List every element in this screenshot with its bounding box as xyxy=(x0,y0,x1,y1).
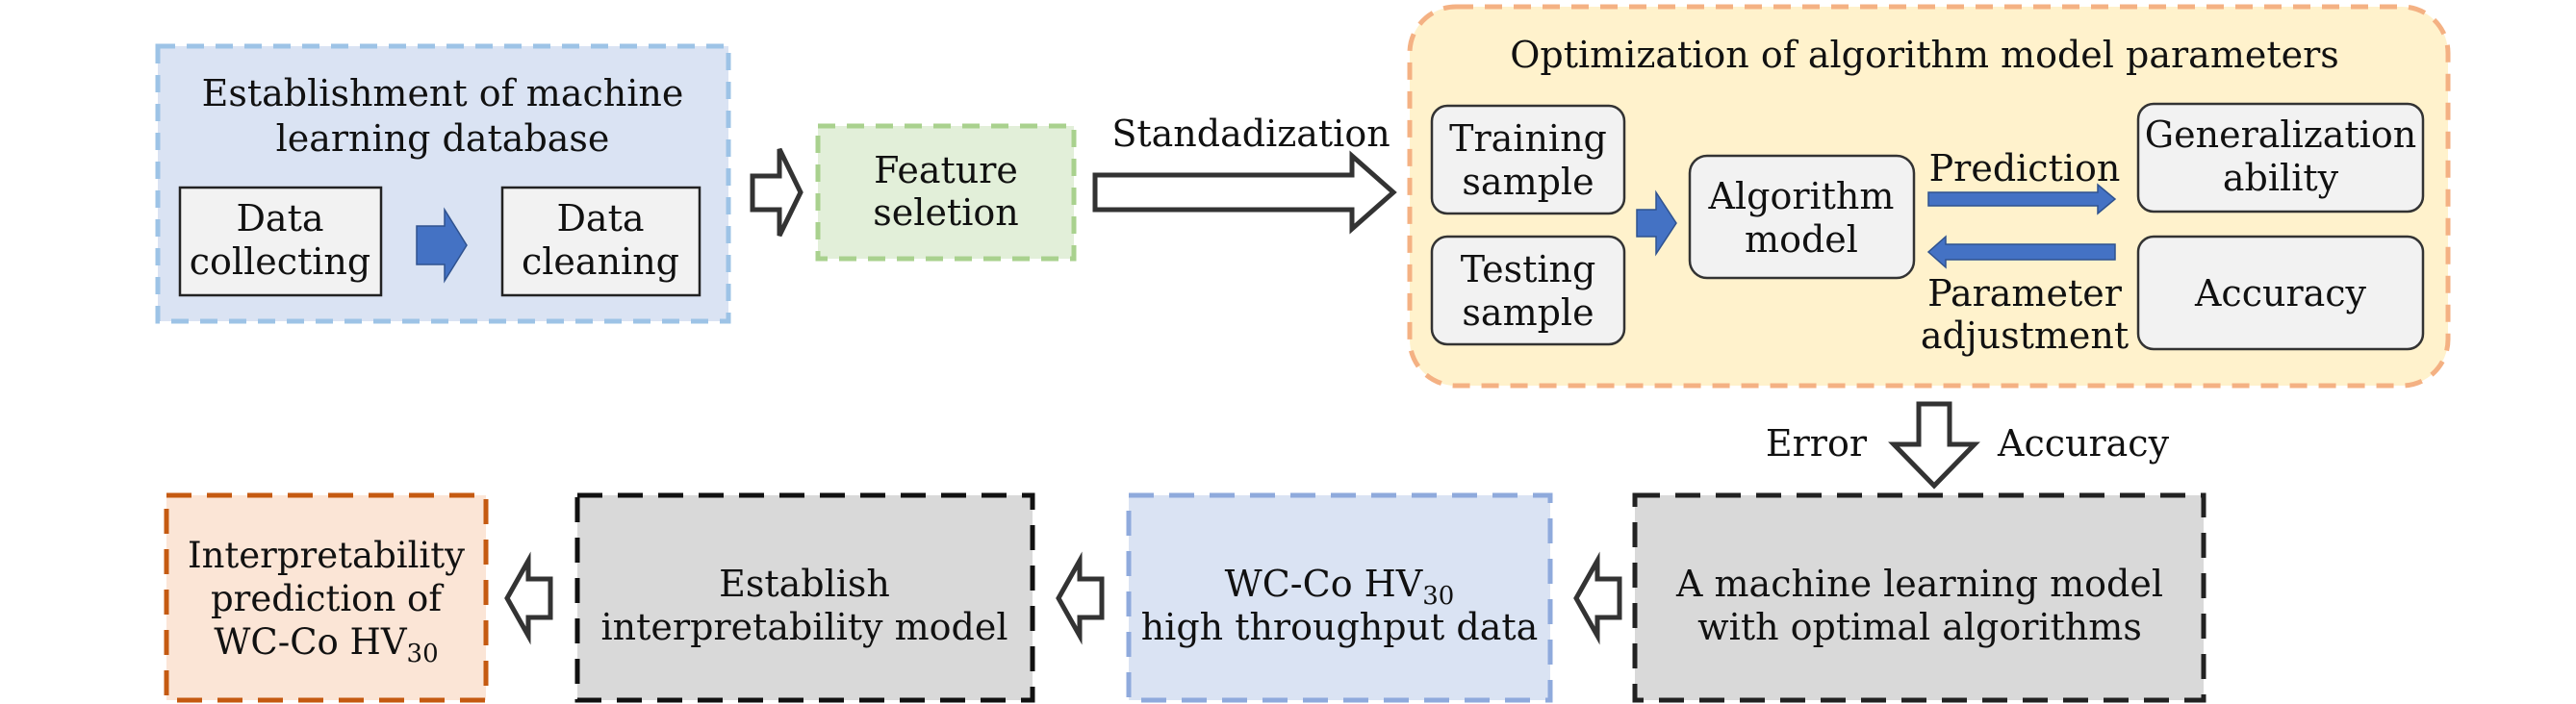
result-subscript: 30 xyxy=(407,640,439,668)
interpretability-model-box xyxy=(574,492,1035,703)
training-line1: Training xyxy=(1449,117,1607,160)
testing-sample-box xyxy=(1430,235,1626,346)
error-label: Error xyxy=(1766,422,1868,465)
standardization-arrow-icon xyxy=(1092,150,1397,235)
adjustment-label-line2: adjustment xyxy=(1921,314,2129,357)
optimal-model-box xyxy=(1632,492,2206,703)
result-line1: Interpretability xyxy=(188,535,465,576)
result-line2: prediction of xyxy=(211,578,444,619)
interpret-model-line1: Establish xyxy=(719,563,890,605)
hv-data-line1: WC-Co HV30 xyxy=(1225,563,1455,611)
training-line2: sample xyxy=(1462,161,1594,203)
feature-line1: Feature xyxy=(874,149,1018,191)
database-title-line1: Establishment of machine xyxy=(202,72,684,114)
algorithm-model-box xyxy=(1688,154,1916,280)
algorithm-line2: model xyxy=(1745,218,1858,261)
optimal-model-line1: A machine learning model xyxy=(1675,563,2163,605)
data-collecting-line2: collecting xyxy=(190,240,370,283)
hv-data-line2: high throughput data xyxy=(1141,606,1539,648)
testing-line2: sample xyxy=(1462,291,1594,334)
hv-data-subscript: 30 xyxy=(1422,582,1454,611)
generalization-line2: ability xyxy=(2223,157,2339,199)
solid-arrow-icon xyxy=(416,207,468,284)
generalization-ability-box xyxy=(2136,102,2425,214)
data-collecting-box xyxy=(178,186,383,297)
hollow-arrow-left-icon xyxy=(1056,551,1105,645)
data-cleaning-box xyxy=(500,186,701,297)
prediction-arrow-icon xyxy=(1927,183,2117,215)
generalization-line1: Generalization xyxy=(2145,113,2416,156)
hv-data-text: WC-Co HV xyxy=(1225,563,1423,605)
testing-line1: Testing xyxy=(1461,248,1596,290)
adjustment-label-line1: Parameter xyxy=(1927,272,2123,314)
accuracy-feedback-label: Accuracy xyxy=(1997,422,2170,465)
feature-selection-box xyxy=(815,123,1077,262)
result-box xyxy=(164,492,489,703)
hollow-arrow-down-icon xyxy=(1888,401,1980,490)
standardization-label: Standadization xyxy=(1111,113,1390,155)
result-line3: WC-Co HV30 xyxy=(214,621,438,668)
hollow-arrow-left-icon xyxy=(504,551,553,645)
result-text: WC-Co HV xyxy=(214,621,407,663)
hollow-arrow-right-icon xyxy=(750,147,803,238)
adjustment-arrow-icon xyxy=(1926,235,2116,269)
data-cleaning-line1: Data xyxy=(556,197,644,239)
algorithm-line1: Algorithm xyxy=(1708,175,1895,217)
optimization-title: Optimization of algorithm model paramete… xyxy=(1510,34,2339,76)
hollow-arrow-left-icon xyxy=(1573,551,1622,645)
accuracy-box xyxy=(2136,235,2425,351)
training-sample-box xyxy=(1430,104,1626,215)
accuracy-label: Accuracy xyxy=(2194,272,2367,314)
interpret-model-line2: interpretability model xyxy=(601,606,1008,648)
database-title-line2: learning database xyxy=(276,117,610,160)
optimal-model-line2: with optimal algorithms xyxy=(1697,606,2142,648)
data-cleaning-line2: cleaning xyxy=(522,240,679,283)
solid-arrow-icon xyxy=(1636,189,1677,257)
prediction-label: Prediction xyxy=(1929,147,2121,189)
feature-line2: seletion xyxy=(873,191,1018,234)
data-collecting-line1: Data xyxy=(236,197,323,239)
hv-data-box xyxy=(1126,492,1553,703)
